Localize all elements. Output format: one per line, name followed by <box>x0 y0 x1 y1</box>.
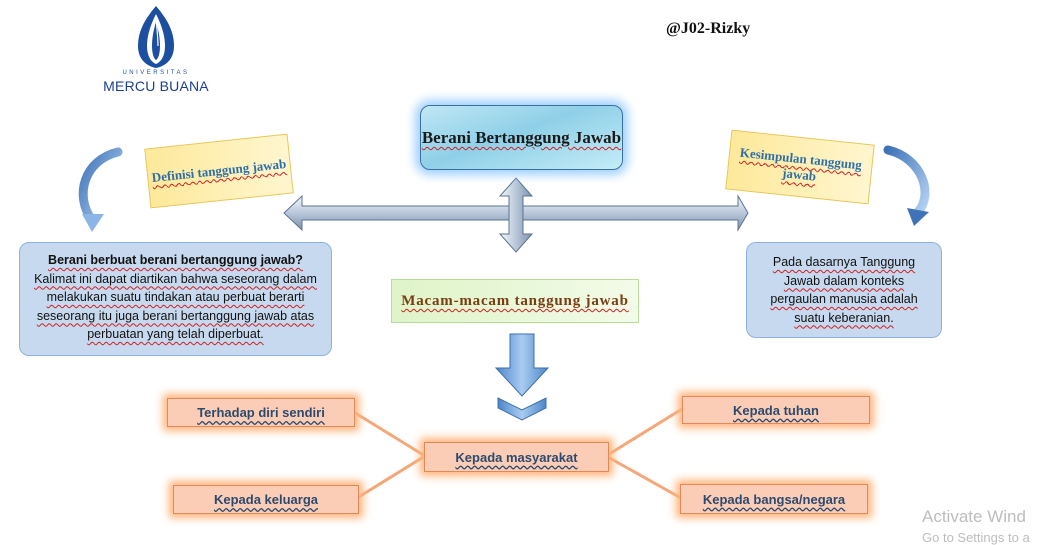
four-way-arrow-icon <box>283 177 749 253</box>
conclusion-text: Pada dasarnya Tanggung Jawab dalam konte… <box>770 255 918 325</box>
type-item: Terhadap diri sendiri <box>167 398 355 427</box>
types-heading-box: Macam-macam tanggung jawab <box>391 279 639 323</box>
conclusion-box: Pada dasarnya Tanggung Jawab dalam konte… <box>746 242 942 338</box>
definition-heading: Berani berbuat berani bertanggung jawab? <box>48 253 303 267</box>
activation-watermark-sub: Go to Settings to a <box>922 530 1030 545</box>
connector-line <box>605 407 683 458</box>
logo-subtitle: UNIVERSITAS <box>122 70 190 76</box>
types-heading: Macam-macam tanggung jawab <box>401 293 629 309</box>
connector-line <box>356 454 426 500</box>
main-title: Berani Bertanggung Jawab <box>421 128 622 147</box>
down-arrow-icon <box>494 333 550 421</box>
type-center: Kepada masyarakat <box>424 442 609 472</box>
connector-line <box>605 454 682 500</box>
definition-text: Kalimat ini dapat diartikan bahwa seseor… <box>34 271 317 342</box>
curved-arrow-left-icon <box>78 147 123 232</box>
university-logo: UNIVERSITAS MERCU BUANA <box>100 4 212 96</box>
type-item: Kepada bangsa/negara <box>680 484 868 514</box>
definition-box: Berani berbuat berani bertanggung jawab?… <box>19 242 332 356</box>
activation-watermark: Activate Wind <box>922 507 1026 526</box>
type-item: Kepada keluarga <box>173 485 359 514</box>
logo-name: MERCU BUANA <box>103 78 209 94</box>
flame-logo-icon <box>138 6 174 68</box>
curved-arrow-right-icon <box>883 145 930 226</box>
connector-line <box>351 409 426 458</box>
type-item: Kepada tuhan <box>682 396 870 424</box>
author-tag: @J02-Rizky <box>666 20 751 37</box>
main-title-box: Berani Bertanggung Jawab <box>420 105 623 170</box>
